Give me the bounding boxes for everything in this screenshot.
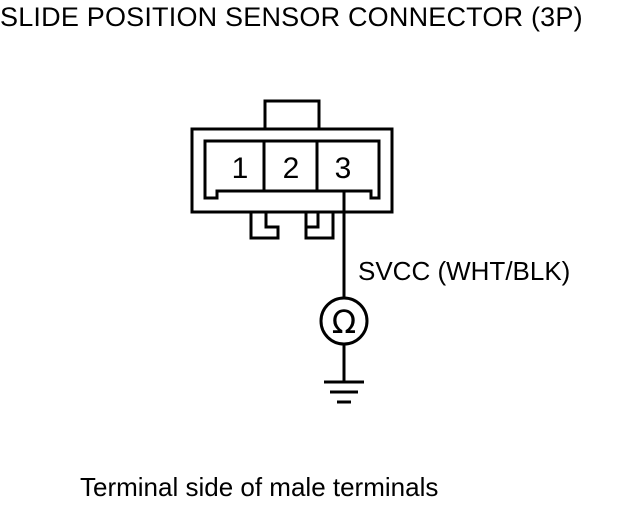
connector-inner-frame [203, 139, 381, 200]
wire-label: SVCC (WHT/BLK) [358, 256, 571, 286]
pin-label-3: 3 [335, 152, 352, 185]
connector-guide-right [304, 212, 335, 240]
connector-lock-tab [263, 99, 321, 131]
connector-guide-left [249, 212, 280, 240]
diagram-title: SLIDE POSITION SENSOR CONNECTOR (3P) [0, 2, 583, 32]
ground-icon [324, 380, 364, 404]
pin-label-2: 2 [283, 152, 300, 185]
ohm-symbol: Ω [332, 303, 356, 341]
connector-housing [190, 127, 394, 214]
pin-label-1: 1 [232, 152, 249, 185]
diagram-caption: Terminal side of male terminals [80, 472, 439, 502]
